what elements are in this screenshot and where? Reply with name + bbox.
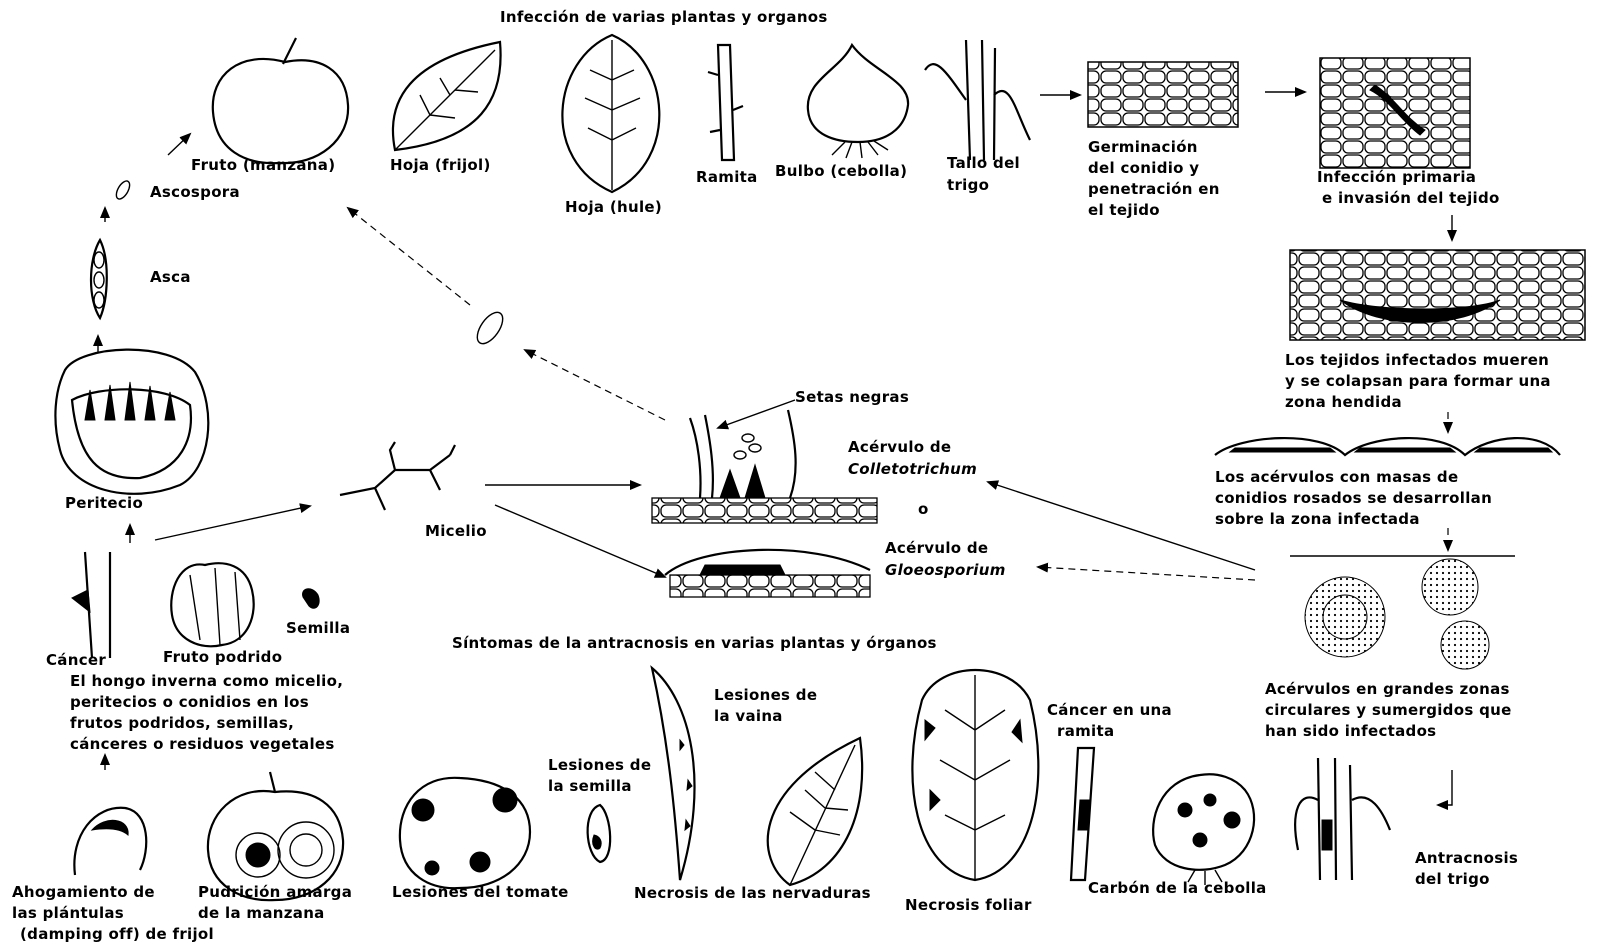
arrow-to-mycelium [155, 506, 310, 540]
bean-leaf-label: Hoja (frijol) [390, 156, 491, 174]
top-title: Infección de varias plantas y organos [500, 8, 828, 26]
colletotrichum-acervulus-illustration [652, 410, 877, 523]
tomato-lesions-illustration [400, 778, 530, 888]
seed-illustration [303, 589, 320, 608]
conidium-spore-icon [472, 308, 507, 348]
perithecium-illustration [55, 350, 208, 494]
onion-smudge-illustration [1153, 774, 1254, 885]
leaf-necrosis-label: Necrosis foliar [905, 896, 1032, 914]
overwinter-line4: cánceres o residuos vegetales [70, 735, 335, 753]
gloeosporium-acervulus-illustration [665, 550, 870, 597]
seed-label: Semilla [286, 619, 350, 637]
acervuli-surface-illustration [1215, 438, 1560, 455]
germination-line3: penetración en [1088, 180, 1220, 198]
germination-line1: Germinación [1088, 138, 1198, 156]
or-label: o [918, 500, 929, 518]
primary-infection-line2: e invasión del tejido [1322, 189, 1500, 207]
circular-zones-line1: Acérvulos en grandes zonas [1265, 680, 1510, 698]
arrow-to-wheat-symptom [1438, 770, 1452, 805]
acervulus2-line1: Acérvulo de [885, 539, 988, 557]
damping-off-seedling-illustration [74, 808, 146, 875]
wheat-anthracnose-line1: Antracnosis [1415, 849, 1518, 867]
tomato-lesions-label: Lesiones del tomate [392, 883, 569, 901]
bean-pod-illustration [652, 668, 695, 880]
ascus-illustration [91, 240, 107, 318]
symptoms-title: Síntomas de la antracnosis en varias pla… [452, 634, 937, 652]
ascospore-illustration [114, 179, 133, 201]
arrow-to-fruit [168, 134, 190, 155]
circular-zones-line2: circulares y sumergidos que [1265, 701, 1512, 719]
overwinter-line1: El hongo inverna como micelio, [70, 672, 343, 690]
acervuli-form-line1: Los acérvulos con masas de [1215, 468, 1458, 486]
arrow-to-setae [718, 400, 795, 428]
apple-fruit-illustration [213, 38, 348, 163]
twig-label: Ramita [696, 168, 758, 186]
damping-off-line2: las plántulas [12, 904, 124, 922]
mycelium-illustration [340, 442, 455, 510]
collapsed-tissue-illustration [1290, 250, 1585, 340]
overwinter-line3: frutos podridos, semillas, [70, 714, 294, 732]
bean-leaf-illustration [393, 42, 501, 150]
seed-lesions-line1: Lesiones de [548, 756, 651, 774]
cankered-twig-illustration [1071, 748, 1094, 880]
dashed-arrow-to-conidium [525, 350, 665, 420]
twig-canker-line2: ramita [1057, 722, 1114, 740]
vein-necrosis-label: Necrosis de las nervaduras [634, 884, 871, 902]
twig-illustration [708, 45, 743, 160]
lesioned-seed-illustration [588, 805, 611, 862]
acervuli-form-line3: sobre la zona infectada [1215, 510, 1420, 528]
tissue-die-line1: Los tejidos infectados mueren [1285, 351, 1549, 369]
twig-canker-line1: Cáncer en una [1047, 701, 1172, 719]
overwinter-line2: peritecios o conidios en los [70, 693, 309, 711]
damping-off-line3: (damping off) de frijol [20, 925, 214, 943]
wheat-stem-illustration [925, 40, 1030, 160]
primary-infection-line1: Infección primaria [1317, 168, 1476, 186]
bitter-rot-line1: Pudrición amarga [198, 883, 352, 901]
arrow-to-gloeosporium [495, 505, 665, 577]
stem-label-line1: Tallo del [947, 154, 1020, 172]
mycelium-label: Micelio [425, 522, 487, 540]
ascus-label: Asca [150, 268, 191, 286]
perithecium-label: Peritecio [65, 494, 143, 512]
circular-acervuli-illustration [1290, 556, 1515, 669]
canker-illustration [72, 552, 110, 658]
pod-lesions-line2: la vaina [714, 707, 783, 725]
setae-label: Setas negras [795, 388, 909, 406]
rotten-fruit-label: Fruto podrido [163, 648, 282, 666]
fruit-label: Fruto (manzana) [191, 156, 335, 174]
gloeosporium-label: Gloeosporium [885, 561, 1006, 579]
vein-necrosis-leaf-illustration [768, 738, 862, 885]
rotten-fruit-illustration [171, 563, 253, 646]
germination-line4: el tejido [1088, 201, 1160, 219]
tissue-die-line3: zona hendida [1285, 393, 1402, 411]
rubber-leaf-illustration [562, 35, 659, 192]
colletotrichum-label: Colletotrichum [848, 460, 977, 478]
bitter-rot-apple-illustration [208, 772, 343, 900]
canker-label: Cáncer [46, 651, 106, 669]
wheat-anthracnose-line2: del trigo [1415, 870, 1490, 888]
acervuli-form-line2: conidios rosados se desarrollan [1215, 489, 1492, 507]
rubber-leaf-label: Hoja (hule) [565, 198, 662, 216]
dashed-arrow-back-to-gloeosporium [1038, 567, 1255, 580]
germination-tissue-illustration [1088, 62, 1238, 127]
damping-off-line1: Ahogamiento de [12, 883, 155, 901]
onion-smudge-label: Carbón de la cebolla [1088, 879, 1267, 897]
germination-line2: del conidio y [1088, 159, 1199, 177]
pod-lesions-line1: Lesiones de [714, 686, 817, 704]
acervulus-line1: Acérvulo de [848, 438, 951, 456]
primary-infection-tissue-illustration [1320, 58, 1470, 168]
ascospore-label: Ascospora [150, 183, 240, 201]
stem-label-line2: trigo [947, 176, 989, 194]
onion-bulb-illustration [808, 45, 908, 158]
circular-zones-line3: han sido infectados [1265, 722, 1436, 740]
seed-lesions-line2: la semilla [548, 777, 632, 795]
tissue-die-line2: y se colapsan para formar una [1285, 372, 1551, 390]
bitter-rot-line2: de la manzana [198, 904, 325, 922]
wheat-anthracnose-illustration [1295, 758, 1390, 880]
dashed-arrow-to-organs [348, 208, 470, 305]
bulb-label: Bulbo (cebolla) [775, 162, 907, 180]
foliar-necrosis-leaf-illustration [912, 670, 1038, 880]
